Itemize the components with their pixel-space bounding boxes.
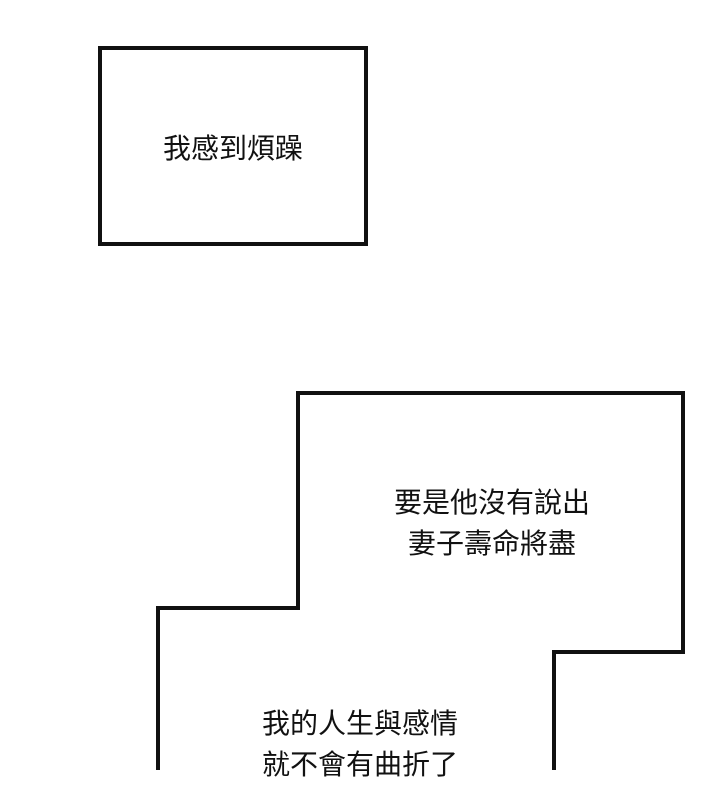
caption-line: 我感到煩躁 xyxy=(162,132,303,165)
caption-line: 妻子壽命將盡 xyxy=(407,527,576,560)
narration-text-2: 要是他沒有說出 妻子壽命將盡 xyxy=(372,482,612,564)
narration-text-1: 我感到煩躁 xyxy=(98,128,368,169)
caption-line: 我的人生與感情 xyxy=(261,707,458,740)
caption-line: 要是他沒有說出 xyxy=(393,486,590,519)
caption-line: 就不會有曲折了 xyxy=(261,748,458,781)
narration-text-3: 我的人生與感情 就不會有曲折了 xyxy=(240,703,480,785)
narration-box-1 xyxy=(98,46,368,246)
